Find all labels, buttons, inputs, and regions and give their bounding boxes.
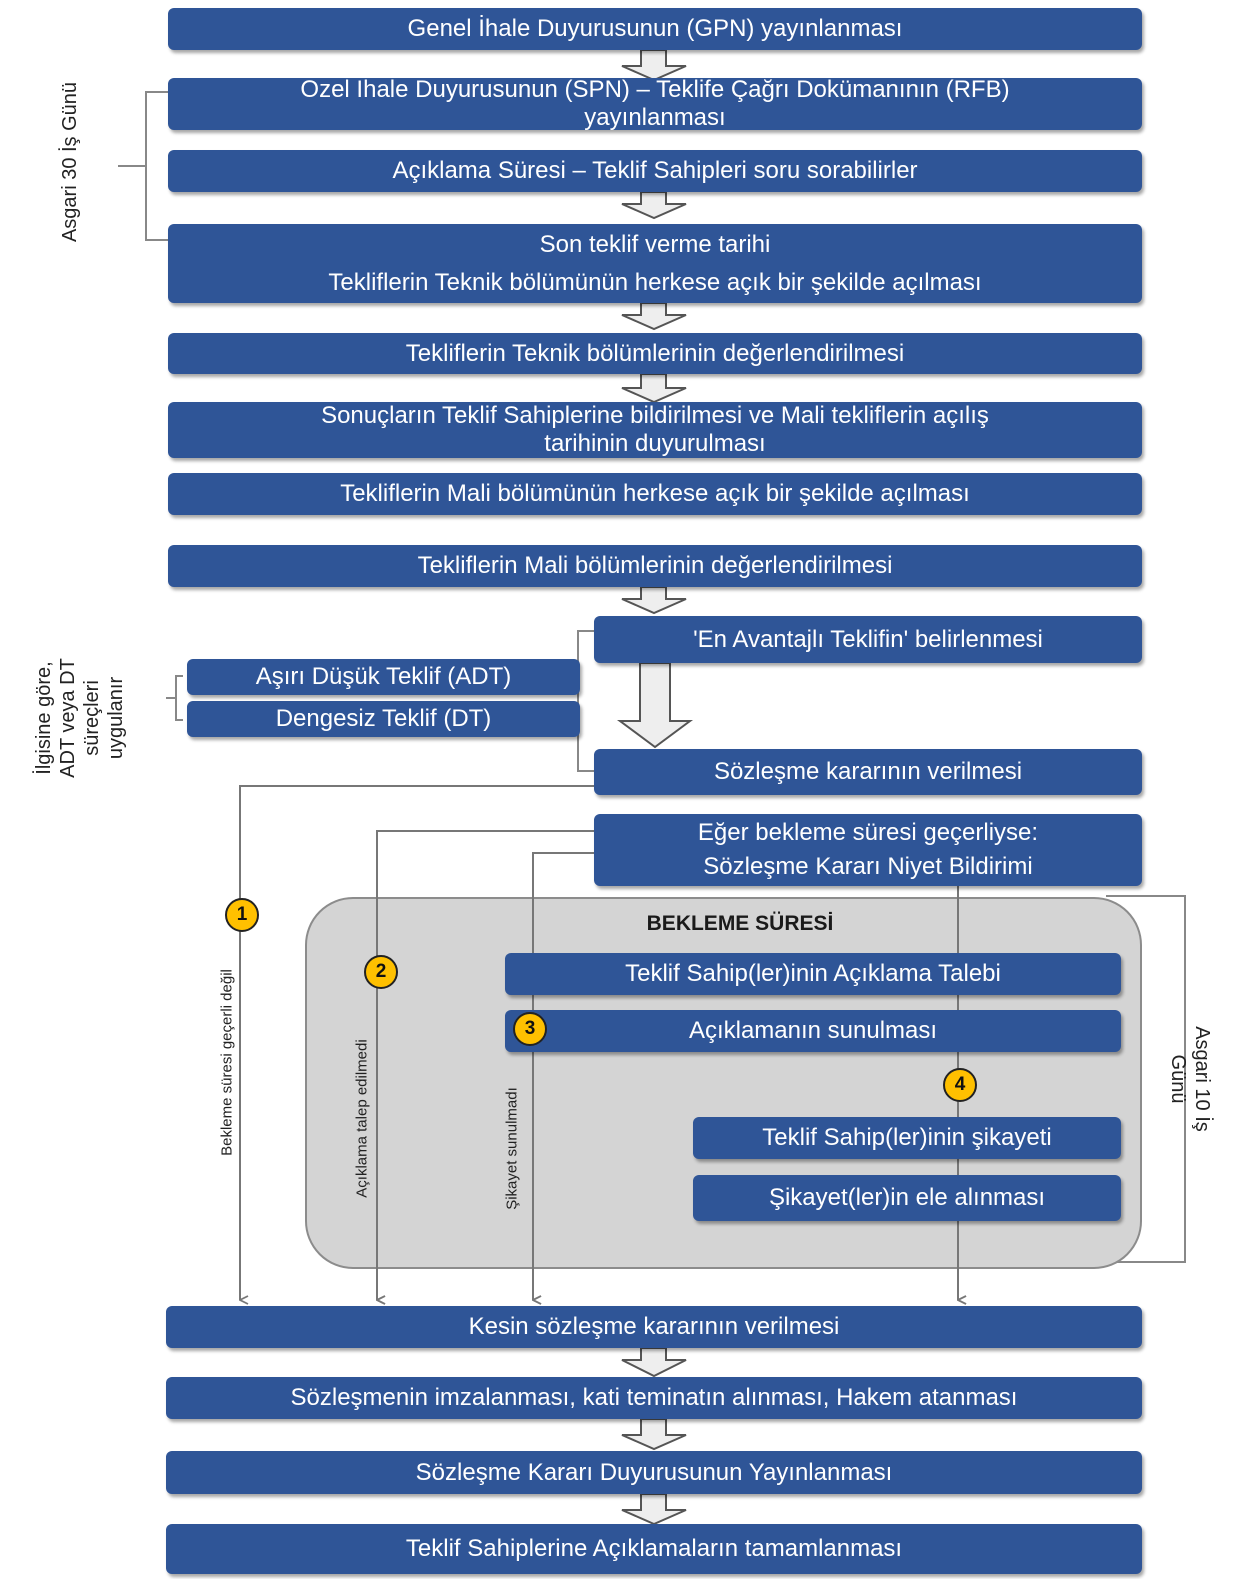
step-bid-deadline: Son teklif verme tarihi Tekliflerin Tekn… <box>168 224 1142 303</box>
step-contract-decision: Sözleşme kararının verilmesi <box>594 749 1142 795</box>
step-contract-signing-label: Sözleşmenin imzalanması, kati teminatın … <box>290 1384 1018 1411</box>
label-adt-dt-line1: İlgisine göre, <box>33 661 55 775</box>
step-contract-decision-label: Sözleşme kararının verilmesi <box>713 758 1023 785</box>
badge-2: 2 <box>364 955 398 989</box>
step-abnormally-low-bid: Aşırı Düşük Teklif (ADT) <box>187 659 580 695</box>
label-min-30-days-text: Asgari 30 İş Günü <box>59 81 81 243</box>
label-adt-dt-line3: süreçleri <box>81 680 103 756</box>
flow-arrow-7 <box>621 1347 687 1378</box>
waiting-clarification-request: Teklif Sahip(ler)inin Açıklama Talebi <box>505 953 1121 995</box>
bracket-30-days <box>118 91 168 241</box>
bracket-10-days <box>1082 895 1186 1263</box>
step-most-advantageous-label: 'En Avantajlı Teklifin' belirlenmesi <box>693 625 1043 653</box>
waiting-clarification-response: Açıklamanın sunulması <box>505 1010 1121 1052</box>
step-unbalanced-bid: Dengesiz Teklif (DT) <box>187 701 580 737</box>
step-technical-evaluation: Tekliflerin Teknik bölümlerinin değerlen… <box>168 333 1142 374</box>
step-intent-notice: Eğer bekleme süresi geçerliyse: Sözleşme… <box>594 814 1142 886</box>
step-final-contract-decision-label: Kesin sözleşme kararının verilmesi <box>468 1313 840 1340</box>
step-bid-deadline-line1: Son teklif verme tarihi <box>539 230 771 258</box>
step-results-notification-line2: tarihinin duyurulması <box>544 430 766 457</box>
waiting-complaint: Teklif Sahip(ler)inin şikayeti <box>693 1117 1121 1159</box>
label-min-10-days-line2: Günü <box>1167 1054 1189 1104</box>
step-final-contract-decision: Kesin sözleşme kararının verilmesi <box>166 1306 1142 1348</box>
label-adt-dt-line4: uygulanır <box>105 676 127 760</box>
flow-arrow-9 <box>621 1493 687 1526</box>
waiting-complaint-handling-label: Şikayet(ler)in ele alınması <box>768 1184 1046 1211</box>
flow-arrow-3 <box>621 302 687 331</box>
label-adt-dt-procedures: İlgisine göre, ADT veya DT süreçleri uyg… <box>32 618 128 818</box>
step-debriefing-complete: Teklif Sahiplerine Açıklamaların tamamla… <box>166 1524 1142 1574</box>
waiting-clarification-response-label: Açıklamanın sunulması <box>688 1017 938 1044</box>
step-intent-notice-line1: Eğer bekleme süresi geçerliyse: <box>697 819 1039 846</box>
step-financial-evaluation-label: Tekliflerin Mali bölümlerinin değerlendi… <box>417 552 893 579</box>
step-intent-notice-line2: Sözleşme Kararı Niyet Bildirimi <box>703 853 1033 880</box>
step-spn: Ozel Ihale Duyurusunun (SPN) – Teklife Ç… <box>168 76 1142 131</box>
step-abnormally-low-bid-label: Aşırı Düşük Teklif (ADT) <box>255 663 512 690</box>
flow-arrow-8 <box>621 1418 687 1451</box>
label-adt-dt-line2: ADT veya DT <box>57 658 79 778</box>
path-label-3: Şikayet sunulmadı <box>503 1087 521 1210</box>
step-clarification-period-label: Açıklama Süresi – Teklif Sahipleri soru … <box>392 157 918 184</box>
step-contract-signing: Sözleşmenin imzalanması, kati teminatın … <box>166 1377 1142 1419</box>
waiting-clarification-request-label: Teklif Sahip(ler)inin Açıklama Talebi <box>625 960 1001 987</box>
flow-arrows <box>616 49 694 1526</box>
step-award-notice-label: Sözleşme Kararı Duyurusunun Yayınlanması <box>415 1458 893 1486</box>
step-gpn: Genel İhale Duyurusunun (GPN) yayınlanma… <box>168 8 1142 50</box>
flow-arrow-6 <box>616 662 694 749</box>
label-min-10-days-line1: Asgari 10 İş <box>1191 1026 1213 1132</box>
step-clarification-period: Açıklama Süresi – Teklif Sahipleri soru … <box>168 150 1142 192</box>
step-financial-opening: Tekliflerin Mali bölümünün herkese açık … <box>168 473 1142 515</box>
flow-arrow-4 <box>621 373 687 404</box>
waiting-period-title: BEKLEME SÜRESİ <box>646 912 834 935</box>
step-debriefing-complete-label: Teklif Sahiplerine Açıklamaların tamamla… <box>405 1535 903 1562</box>
step-financial-opening-label: Tekliflerin Mali bölümünün herkese açık … <box>340 480 970 507</box>
flow-arrow-1 <box>621 49 687 82</box>
step-results-notification-line1: Sonuçların Teklif Sahiplerine bildirilme… <box>321 402 989 429</box>
step-award-notice: Sözleşme Kararı Duyurusunun Yayınlanması <box>166 1451 1142 1494</box>
badge-4: 4 <box>943 1068 977 1102</box>
badge-1: 1 <box>225 898 259 932</box>
step-results-notification: Sonuçların Teklif Sahiplerine bildirilme… <box>168 402 1142 458</box>
flow-arrow-5 <box>621 586 687 615</box>
flow-arrow-2 <box>621 191 687 220</box>
step-spn-line2: yayınlanması <box>584 104 726 131</box>
step-technical-evaluation-label: Tekliflerin Teknik bölümlerinin değerlen… <box>405 339 905 367</box>
label-min-10-days: Asgari 10 İş Günü <box>1166 1004 1214 1154</box>
step-gpn-label: Genel İhale Duyurusunun (GPN) yayınlanma… <box>407 15 903 42</box>
step-unbalanced-bid-label: Dengesiz Teklif (DT) <box>275 705 492 732</box>
step-spn-line1: Ozel Ihale Duyurusunun (SPN) – Teklife Ç… <box>300 76 1010 103</box>
bracket-adt-dt <box>166 630 594 772</box>
path-label-2: Açıklama talep edilmedi <box>353 1039 371 1198</box>
step-most-advantageous: 'En Avantajlı Teklifin' belirlenmesi <box>594 616 1142 663</box>
step-financial-evaluation: Tekliflerin Mali bölümlerinin değerlendi… <box>168 545 1142 587</box>
path-line-1 <box>239 785 594 1300</box>
badge-3: 3 <box>513 1012 547 1046</box>
step-bid-deadline-line2: Tekliflerin Teknik bölümünün herkese açı… <box>328 268 982 296</box>
label-min-30-days: Asgari 30 İş Günü <box>58 42 82 282</box>
waiting-complaint-label: Teklif Sahip(ler)inin şikayeti <box>762 1124 1052 1151</box>
waiting-complaint-handling: Şikayet(ler)in ele alınması <box>693 1175 1121 1221</box>
path-label-1: Bekleme süresi geçerli değil <box>218 969 236 1156</box>
